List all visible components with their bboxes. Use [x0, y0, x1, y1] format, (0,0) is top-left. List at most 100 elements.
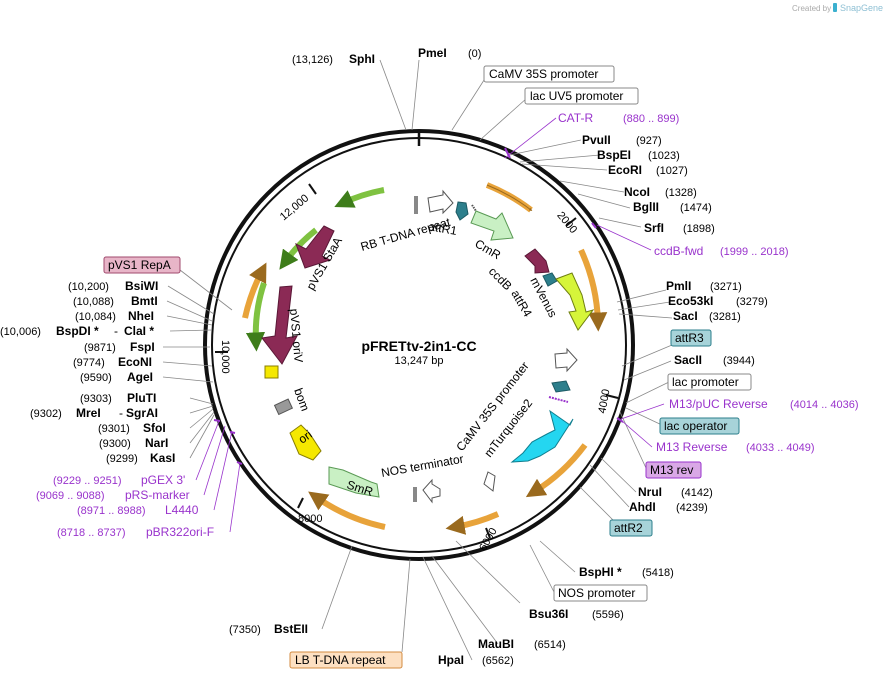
- label-ori: ori: [296, 427, 315, 446]
- pvs1-oriv-feature: [261, 285, 298, 365]
- enzyme-bsu36i-pos: (5596): [592, 609, 624, 621]
- box-attr3: [670, 329, 712, 347]
- enzyme-econi-pos: (9774): [73, 357, 105, 369]
- enzyme-bspdi-pos: (10,006): [0, 326, 41, 338]
- lac-uv5-marker: [471, 204, 479, 215]
- primer-l4440-range: (8971 .. 8988): [77, 505, 146, 517]
- primer-cat-r-range: (880 .. 899): [623, 113, 679, 125]
- label-pvs1-oriv: pVS1 oriV: [287, 308, 306, 363]
- enzyme-eco53ki-pos: (3279): [736, 296, 768, 308]
- smr-feature: [328, 466, 380, 498]
- enzyme-nari-pos: (9300): [99, 438, 131, 450]
- primer-pgex-range: (9229 .. 9251): [53, 475, 122, 487]
- leader-lines: [162, 59, 673, 661]
- lac-operator-marker: [548, 396, 569, 403]
- nos-promoter-arrow: [483, 471, 496, 492]
- nos-terminator-arrow: [422, 478, 441, 504]
- enzyme-nari: NarI: [145, 436, 168, 450]
- box-lac-promoter: [667, 373, 752, 391]
- enzyme-srfi-pos: (1898): [683, 223, 715, 235]
- enzyme-sphi: SphI: [349, 52, 375, 66]
- enzyme-pvuii: PvuII: [582, 133, 611, 147]
- box-lacuv5: [524, 87, 639, 105]
- ori-feature: [289, 424, 322, 461]
- mvenus-feature: [555, 272, 595, 331]
- primer-mark-5: [229, 431, 236, 434]
- enzyme-ahdi-pos: (4239): [676, 502, 708, 514]
- enzyme-pvuii-pos: (927): [636, 135, 662, 147]
- enzyme-maubi-pos: (6514): [534, 639, 566, 651]
- enzyme-nhei-pos: (10,084): [75, 311, 116, 323]
- enzyme-saci-pos: (3281): [709, 311, 741, 323]
- orf-arrow-2: [578, 248, 608, 332]
- tick-label-8000: 8000: [298, 513, 322, 525]
- enzyme-bsteii-pos: (7350): [229, 624, 261, 636]
- orf-arrow-4: [445, 511, 500, 535]
- enzyme-agei: AgeI: [127, 370, 153, 384]
- enzyme-bsiwi-pos: (10,200): [68, 281, 109, 293]
- enzyme-mrei: MreI: [76, 406, 101, 420]
- label-bom: bom: [291, 386, 312, 413]
- enzyme-eco53ki: Eco53kI: [668, 294, 713, 308]
- label-attr1: attR1: [427, 219, 458, 238]
- bom-feature: [273, 398, 294, 416]
- label-m13-rev-box: M13 rev: [650, 463, 693, 477]
- primer-mark-4: [213, 419, 221, 422]
- camv-35s-promoter-arrow: [554, 347, 578, 373]
- ccdb-feature: [524, 248, 550, 274]
- enzyme-bmti: BmtI: [131, 294, 158, 308]
- label-ccdb: ccdB: [486, 264, 515, 293]
- tick-label-12000: 12,000: [278, 192, 311, 223]
- tick-2000: [565, 217, 577, 227]
- box-lac-operator: [659, 417, 740, 435]
- label-camv35s-box: CaMV 35S promoter: [489, 67, 598, 81]
- enzyme-nrui: NruI: [638, 485, 662, 499]
- enzyme-clai: ClaI *: [124, 324, 154, 338]
- mturquoise2-feature: [510, 409, 574, 463]
- orf-arrow-green-2: [279, 227, 318, 270]
- enzyme-fspi: FspI: [130, 340, 155, 354]
- enzyme-separator-1: -: [119, 406, 123, 420]
- enzyme-ecori: EcoRI: [608, 163, 642, 177]
- primer-pgex: pGEX 3': [141, 473, 185, 487]
- label-pvs1-repa-box: pVS1 RepA: [108, 258, 171, 272]
- label-attr2-box: attR2: [614, 521, 643, 535]
- box-nos-promoter: [553, 584, 648, 602]
- attr1-feature: [455, 201, 469, 221]
- enzyme-bsphi-pos: (5418): [642, 567, 674, 579]
- enzyme-hpai-pos: (6562): [482, 655, 514, 667]
- box-attr2: [609, 519, 653, 537]
- snapgene-brand: SnapGene: [840, 3, 883, 13]
- primer-ccdb-fwd: ccdB-fwd: [654, 244, 703, 258]
- enzyme-pmei-pos: (0): [468, 48, 481, 60]
- primer-prs: pRS-marker: [125, 488, 190, 502]
- enzyme-sphi-pos: (13,126): [292, 54, 333, 66]
- label-attr4: attR4: [508, 288, 535, 320]
- pvs1-staa-feature: [295, 225, 335, 269]
- enzyme-sacii: SacII: [674, 353, 702, 367]
- enzyme-ncoi-pos: (1328): [665, 187, 697, 199]
- enzyme-sfoi: SfoI: [143, 421, 166, 435]
- label-lac-promoter-box: lac promoter: [672, 375, 739, 389]
- camv-promoter-arrow: [427, 189, 454, 215]
- tick-8000: [297, 497, 304, 509]
- box-m13-rev: [645, 461, 702, 479]
- created-by-text: Created by: [792, 4, 831, 13]
- label-lb-tdna-box: LB T-DNA repeat: [295, 653, 386, 667]
- primer-mark-3: [616, 417, 624, 423]
- enzyme-pluti-pos: (9303): [80, 393, 112, 405]
- label-smr: SmR: [345, 478, 375, 500]
- primer-m13-puc: M13/pUC Reverse: [669, 397, 768, 411]
- primer-pbr322-range: (8718 .. 8737): [57, 527, 126, 539]
- enzyme-bsu36i: Bsu36I: [529, 607, 568, 621]
- enzyme-sfoi-pos: (9301): [98, 423, 130, 435]
- primer-cat-r: CAT-R: [558, 111, 593, 125]
- enzyme-agei-pos: (9590): [80, 372, 112, 384]
- enzyme-separator-2: -: [114, 324, 118, 338]
- plasmid-name: pFRETtv-2in1-CC: [361, 338, 476, 354]
- orf-arrow-6: [242, 262, 267, 319]
- enzyme-bspei: BspEI: [597, 148, 631, 162]
- orf-arrow-1: [485, 182, 533, 213]
- label-nos-promoter-box: NOS promoter: [558, 586, 635, 600]
- enzyme-pmei: PmeI: [418, 46, 447, 60]
